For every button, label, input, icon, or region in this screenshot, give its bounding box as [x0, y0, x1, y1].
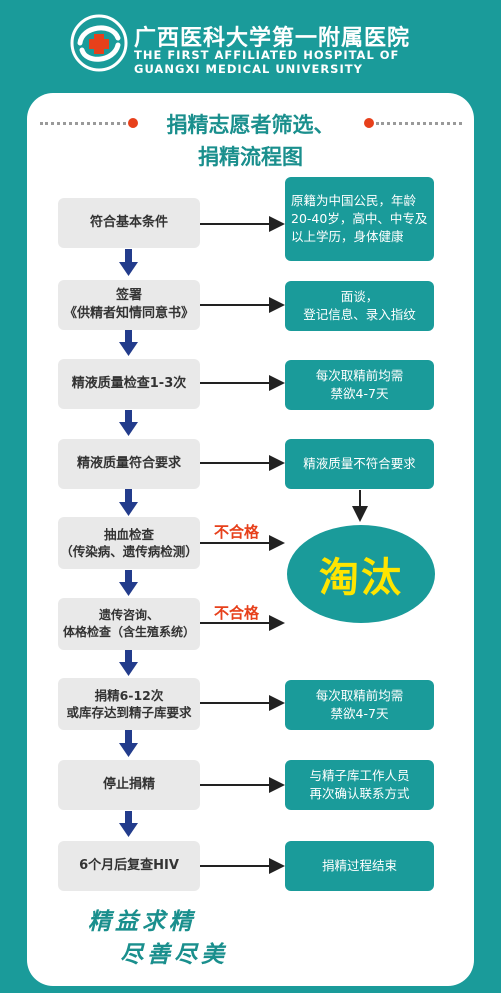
- step-hiv-recheck: 6个月后复查HIV: [58, 841, 200, 891]
- eliminate-badge: 淘汰: [287, 525, 435, 623]
- page-title-line1: 捐精志愿者筛选、: [166, 113, 335, 137]
- step-blood-test: 抽血检查 （传染病、遗传病检测）: [58, 517, 200, 569]
- motto-line2: 尽善尽美: [120, 941, 228, 968]
- result-abstinence-1: 每次取精前均需 禁欲4-7天: [285, 360, 434, 410]
- step-basic-conditions: 符合基本条件: [58, 198, 200, 248]
- fail-label-1: 不合格: [214, 523, 260, 541]
- red-dot-right: [364, 118, 374, 128]
- hospital-name-en-line2: GUANGXI MEDICAL UNIVERSITY: [134, 62, 363, 76]
- hospital-logo-icon: [70, 14, 128, 72]
- result-abstinence-2: 每次取精前均需 禁欲4-7天: [285, 680, 434, 730]
- red-dot-left: [128, 118, 138, 128]
- step-stop-donation: 停止捐精: [58, 760, 200, 810]
- result-confirm-contact: 与精子库工作人员 再次确认联系方式: [285, 760, 434, 810]
- fail-label-2: 不合格: [214, 604, 260, 622]
- dotted-line-right: [376, 122, 462, 125]
- result-interview: 面谈， 登记信息、录入指纹: [285, 281, 434, 331]
- page-title-line2: 捐精流程图: [198, 145, 303, 169]
- hospital-name-cn: 广西医科大学第一附属医院: [134, 26, 411, 51]
- step-donate: 捐精6-12次 或库存达到精子库要求: [58, 678, 200, 730]
- header: 广西医科大学第一附属医院 THE FIRST AFFILIATED HOSPIT…: [0, 0, 501, 92]
- dotted-line-left: [40, 122, 126, 125]
- step-semen-check: 精液质量检查1-3次: [58, 359, 200, 409]
- motto-line1: 精益求精: [88, 908, 196, 935]
- title-decoration: [0, 108, 501, 138]
- hospital-name-en-line1: THE FIRST AFFILIATED HOSPITAL OF: [134, 48, 400, 62]
- step-genetic-consult: 遗传咨询、 体格检查（含生殖系统）: [58, 598, 200, 650]
- result-process-end: 捐精过程结束: [285, 841, 434, 891]
- result-basic-conditions: 原籍为中国公民，年龄20-40岁，高中、中专及以上学历，身体健康: [285, 177, 434, 261]
- step-sign-consent: 签署 《供精者知情同意书》: [58, 280, 200, 330]
- step-semen-qualified: 精液质量符合要求: [58, 439, 200, 489]
- result-quality-fail: 精液质量不符合要求: [285, 439, 434, 489]
